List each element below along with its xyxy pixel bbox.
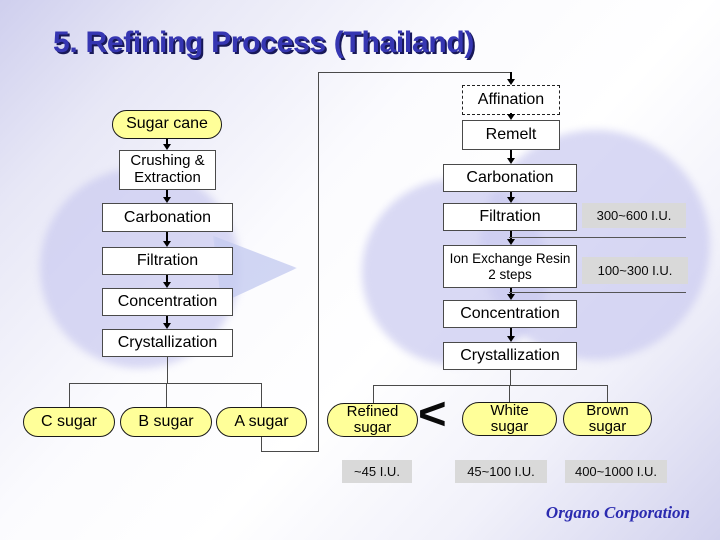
node-label-line: 2 steps: [488, 266, 532, 282]
node-white-sugar: White sugar: [462, 402, 557, 436]
node-filtration-right: Filtration: [443, 203, 577, 231]
annotation-45-iu: ~45 I.U.: [342, 460, 412, 483]
flow-arrow: [506, 113, 515, 120]
connector-line: [509, 385, 511, 402]
annotation-100-300-iu: 100~300 I.U.: [582, 257, 688, 284]
comparator-less-than: <: [418, 389, 447, 439]
node-concentration-left: Concentration: [102, 288, 233, 316]
connector-line: [318, 72, 320, 452]
connector-line: [607, 385, 609, 402]
flow-arrow: [162, 190, 171, 203]
node-label-line: sugar: [353, 419, 392, 436]
flow-arrow: [506, 192, 515, 203]
node-brown-sugar: Brown sugar: [563, 402, 652, 436]
node-label-line: Ion Exchange Resin: [449, 251, 571, 267]
flow-arrow: [162, 139, 171, 150]
node-remelt: Remelt: [462, 120, 560, 150]
connector-line: [318, 72, 511, 74]
annotation-300-600-iu: 300~600 I.U.: [582, 203, 686, 228]
connector-line: [373, 385, 375, 403]
connector-line: [261, 383, 263, 407]
node-label-line: White: [490, 402, 529, 420]
node-sugar-cane: Sugar cane: [112, 110, 222, 139]
connector-line: [261, 437, 263, 452]
connector-line: [167, 357, 169, 383]
flow-arrow: [162, 275, 171, 288]
flow-arrow: [162, 232, 171, 247]
node-label-line: Brown: [586, 402, 629, 420]
node-crystallization-left: Crystallization: [102, 329, 233, 357]
node-carbonation-right: Carbonation: [443, 164, 577, 192]
flow-arrow: [162, 316, 171, 329]
credit-organo-corporation: Organo Corporation: [545, 503, 690, 522]
node-affination: Affination: [462, 85, 560, 115]
page-title: 5. Refining Process (Thailand): [53, 26, 475, 59]
separator-line: [509, 237, 686, 239]
node-a-sugar: A sugar: [216, 407, 307, 437]
connector-line: [69, 383, 262, 385]
node-label-line: sugar: [490, 418, 529, 435]
connector-line: [373, 385, 608, 387]
node-concentration-right: Concentration: [443, 300, 577, 328]
node-filtration-left: Filtration: [102, 247, 233, 275]
connector-line: [261, 451, 319, 453]
separator-line: [509, 292, 686, 294]
node-carbonation-left: Carbonation: [102, 203, 233, 232]
connector-line: [166, 383, 168, 407]
node-label-line: sugar: [588, 418, 627, 435]
flow-arrow: [506, 72, 515, 85]
node-label-line: Refined: [346, 403, 399, 421]
flow-arrow: [506, 328, 515, 342]
node-crystallization-right: Crystallization: [443, 342, 577, 370]
flow-arrow: [506, 288, 515, 300]
node-refined-sugar: Refined sugar: [327, 403, 418, 437]
annotation-400-1000-iu: 400~1000 I.U.: [565, 460, 667, 483]
connector-line: [510, 370, 512, 386]
node-c-sugar: C sugar: [23, 407, 115, 437]
node-b-sugar: B sugar: [120, 407, 212, 437]
flow-arrow: [506, 231, 515, 245]
node-ion-exchange-resin: Ion Exchange Resin 2 steps: [443, 245, 577, 288]
annotation-45-100-iu: 45~100 I.U.: [455, 460, 547, 483]
node-label-line: Crushing &: [130, 152, 205, 170]
node-crushing-extraction: Crushing & Extraction: [119, 150, 216, 190]
node-label-line: Extraction: [134, 169, 201, 186]
flow-arrow: [506, 150, 515, 164]
connector-line: [69, 383, 71, 407]
